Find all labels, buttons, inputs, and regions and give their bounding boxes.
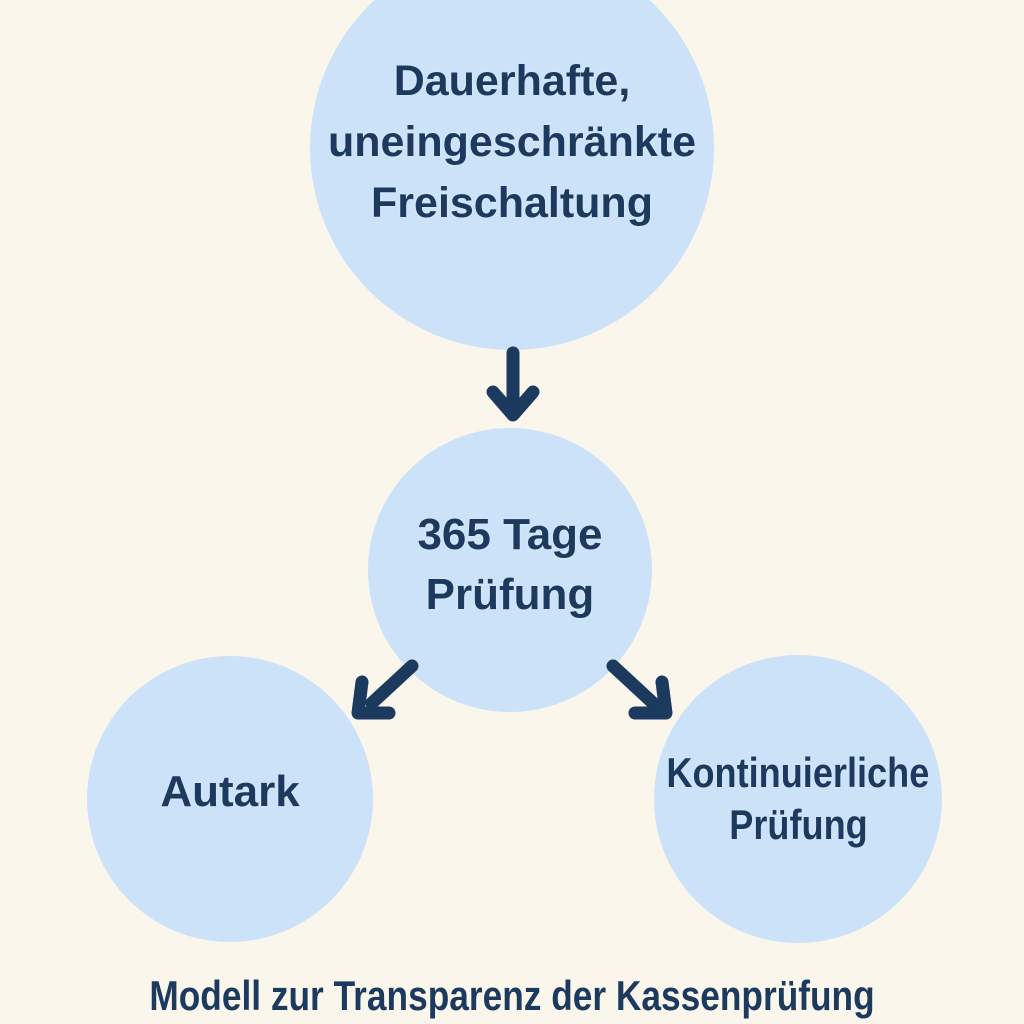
diagram-caption: Modell zur Transparenz der Kassenprüfung	[149, 972, 875, 1019]
node-label-line: 365 Tage	[417, 510, 603, 559]
node-right-circle: Kontinuierliche Prüfung	[654, 655, 942, 943]
node-label-line: Prüfung	[425, 570, 595, 619]
node-label-line: Kontinuierliche	[666, 749, 930, 796]
arrow-down-left-icon	[351, 659, 419, 720]
node-top-circle: Dauerhafte, uneingeschränkte Freischaltu…	[310, 0, 714, 350]
node-label-line: Prüfung	[728, 801, 868, 848]
node-label-line: Freischaltung	[371, 178, 653, 227]
node-label-line: uneingeschränkte	[328, 117, 696, 166]
node-label-line: Dauerhafte,	[393, 56, 631, 105]
node-left-circle: Autark	[87, 656, 373, 942]
node-label-line: Autark	[160, 767, 300, 816]
arrow-down-icon	[486, 346, 540, 422]
arrow-down-right-icon	[606, 659, 673, 720]
